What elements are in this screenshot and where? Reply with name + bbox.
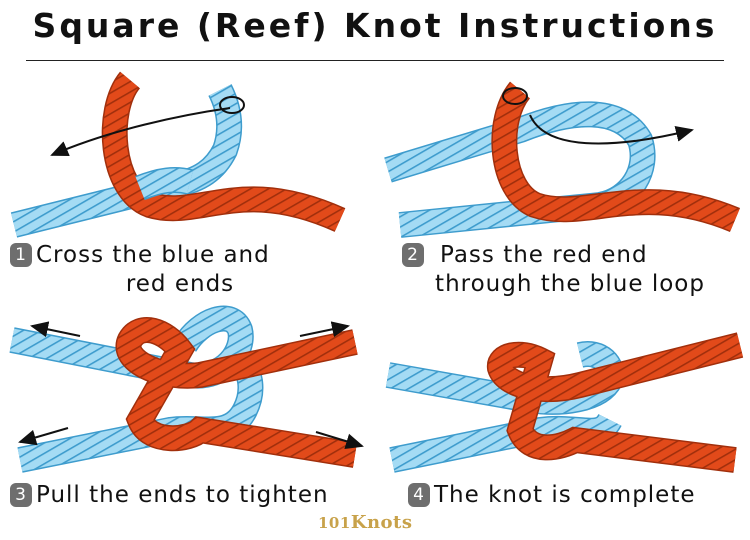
- brand-logo: 101Knots: [318, 512, 413, 533]
- step-3-line-1: Pull the ends to tighten: [36, 482, 329, 508]
- step-2-caption-line-2: through the blue loop: [435, 271, 705, 297]
- step-4-line-1: The knot is complete: [434, 482, 696, 508]
- title-divider: [26, 60, 724, 61]
- step-4-illustration: [385, 332, 744, 473]
- step-2-line-1: Pass the red end: [440, 242, 648, 268]
- step-1-caption-line-2: red ends: [125, 271, 235, 297]
- step-number-badge: 3: [10, 483, 32, 507]
- logo-suffix: Knots: [350, 512, 413, 533]
- page-title: Square (Reef) Knot Instructions: [32, 6, 718, 45]
- step-2-caption: 2 Pass the red end: [402, 240, 648, 270]
- logo-prefix: 101: [318, 514, 351, 532]
- step-2-illustration: [384, 81, 741, 238]
- step-1-illustration: [10, 71, 346, 238]
- step-number-badge: 2: [402, 243, 424, 267]
- step-3-illustration: [9, 305, 364, 473]
- step-number-badge: 1: [10, 243, 32, 267]
- step-1-line-1: Cross the blue and: [36, 242, 270, 268]
- step-number-badge: 4: [408, 483, 430, 507]
